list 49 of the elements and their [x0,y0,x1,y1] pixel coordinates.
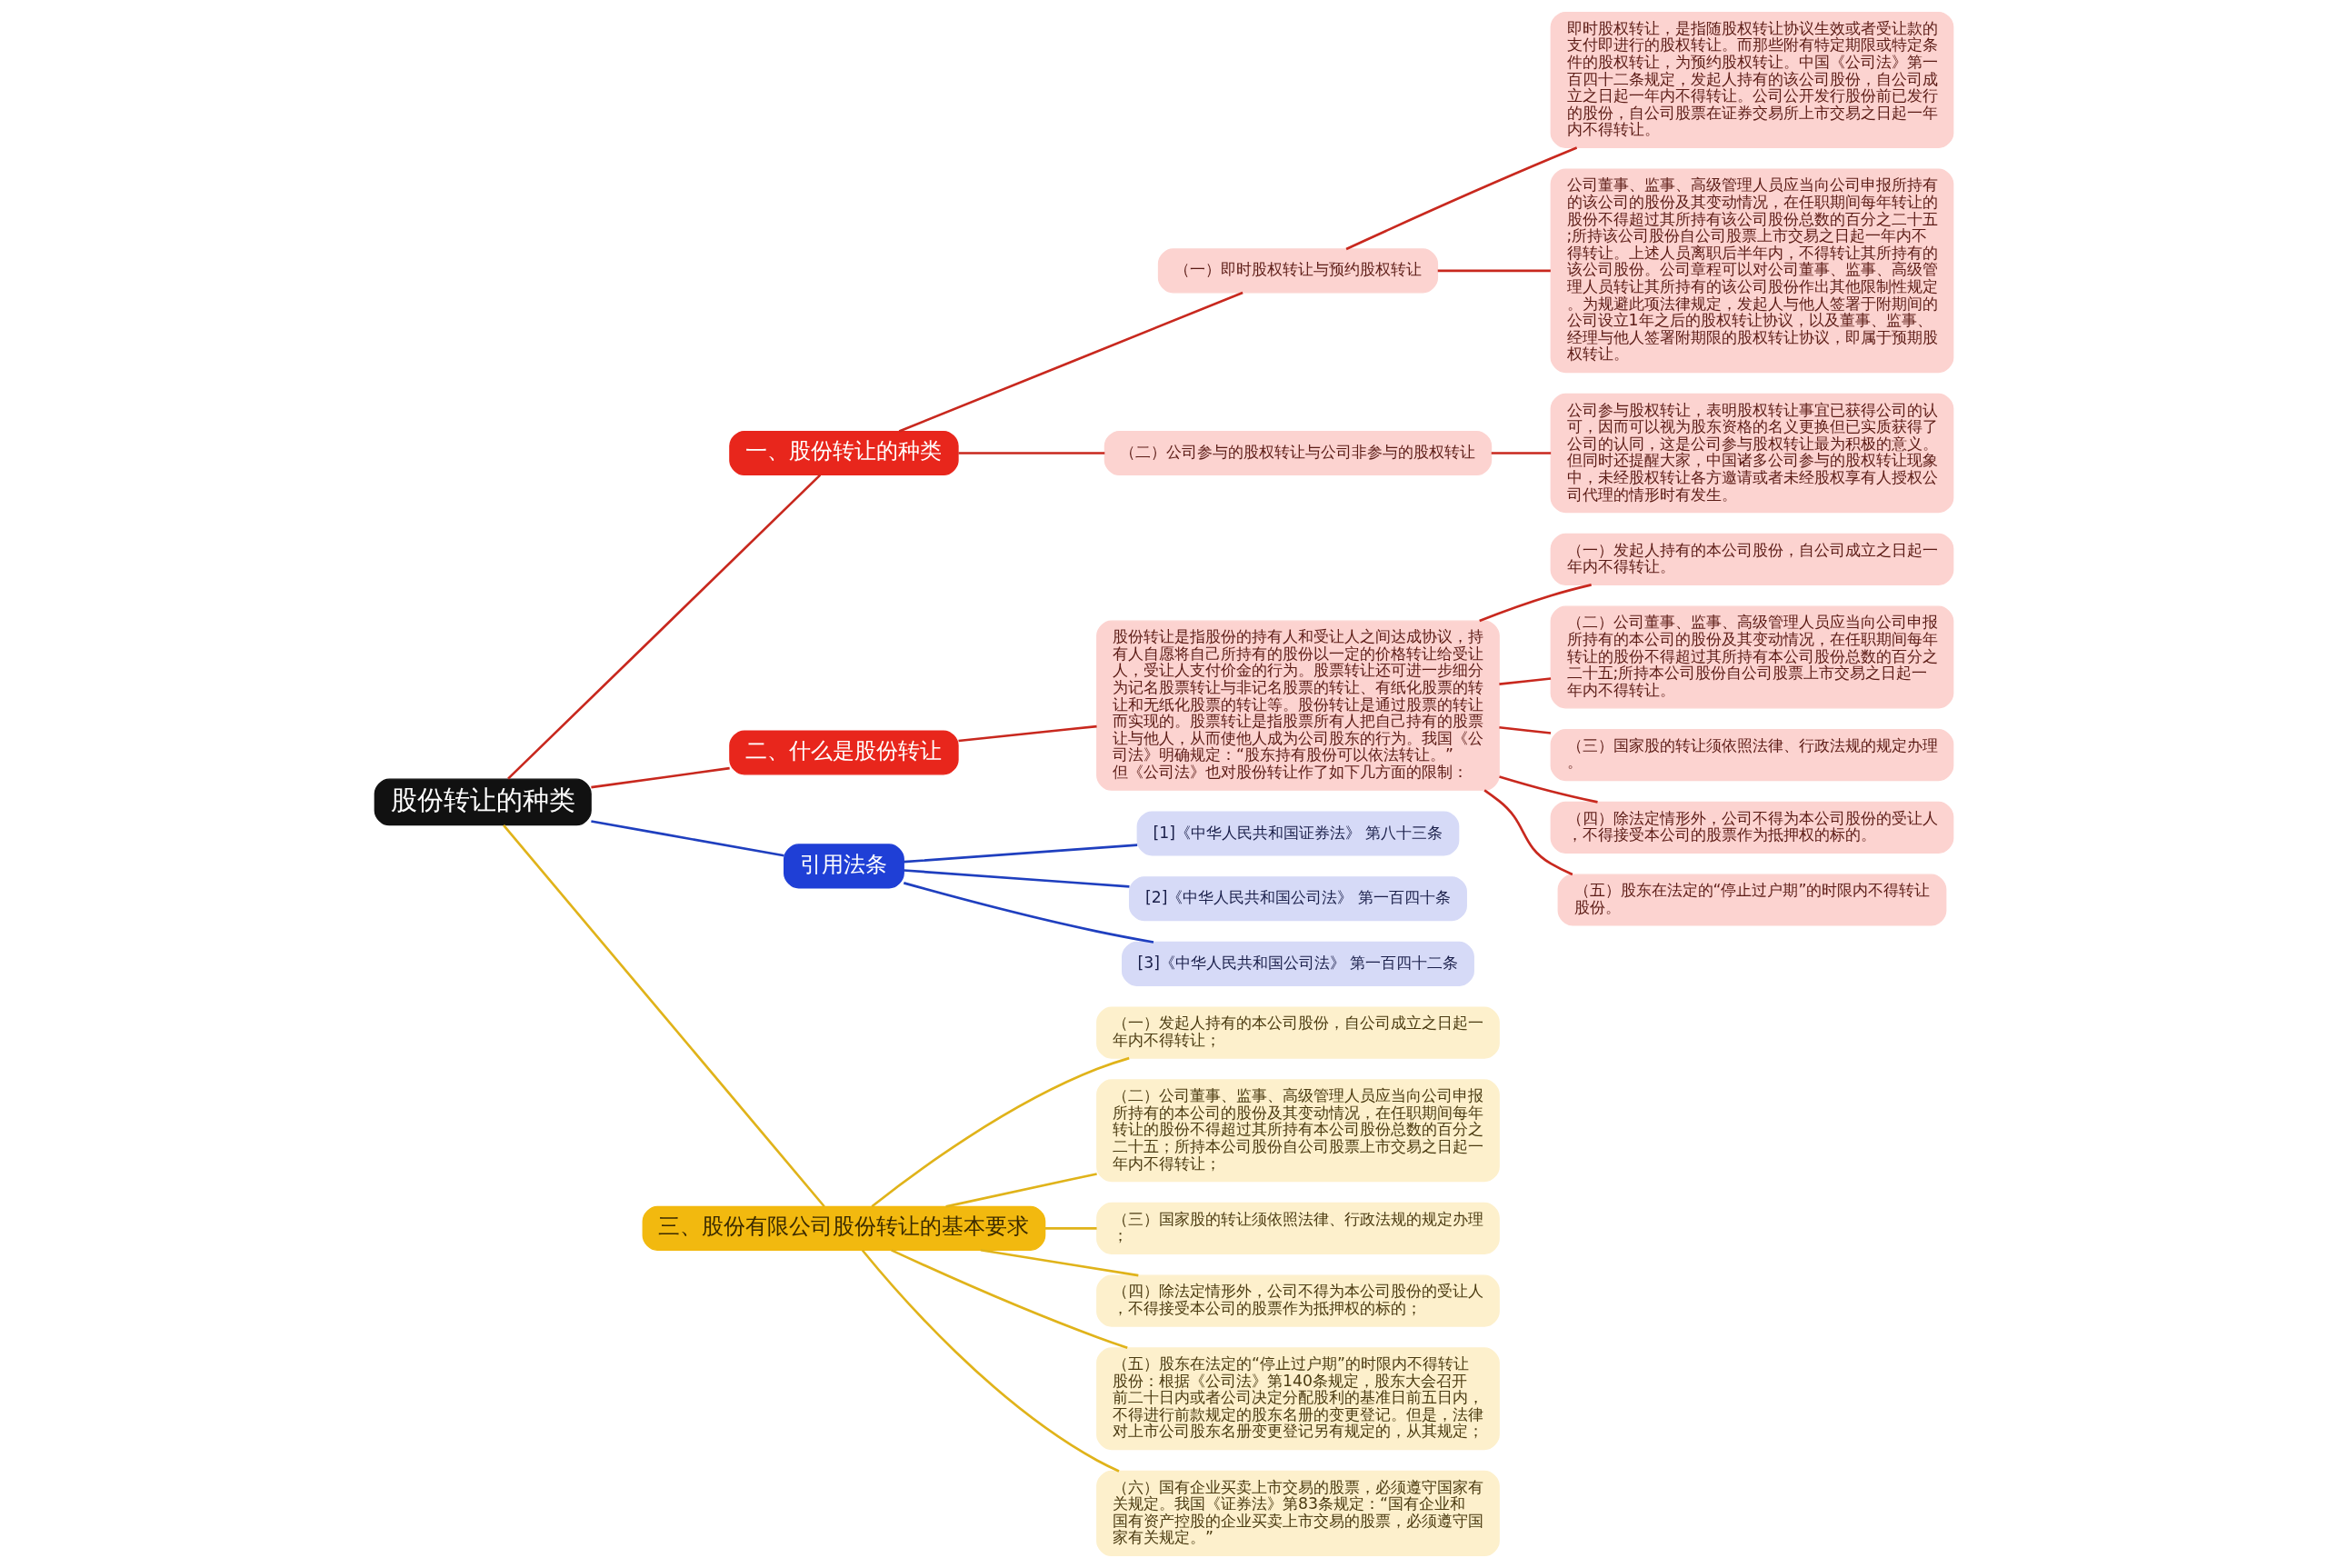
connector [1498,725,1551,734]
node-box: （六）国有企业买卖上市交易的股票，必须遵守国家有关规定。我国《证券法》第83条规定：“国有企业和国有资产控股的企业买卖上市交易的股票，必须遵守国家有关规定。” [1095,1470,1500,1557]
node-box: （五）股东在法定的“停止过户期”的时限内不得转让股份。 [1557,874,1946,926]
connector [944,1173,1097,1208]
node-box: 股份转让的种类 [374,778,592,826]
connector [1044,1227,1097,1230]
connector [898,291,1243,433]
connector [1437,269,1551,273]
connector [1483,789,1573,876]
connector [506,474,821,780]
connector [1498,775,1598,804]
connector [980,1249,1139,1277]
node-box: （三）国家股的转让须依照法律、行政法规的规定办理； [1095,1202,1500,1254]
connector [903,869,1130,888]
connector [870,1056,1130,1208]
node-box: 即时股权转让，是指随股权转让协议生效或者受让款的支付即进行的股权转让。而那些附有特定期限或特定条件的股权转让，为预约股权转让。中国《公司法》第一百四十二条规定，发起人持有的该公司股份，自公司成立之日起一年内不得转让。公司公开发行股份前已发行的股份，自公司股票在证券交易所上市交易之日起一年内不得转让。 [1550,11,1953,149]
node-box: 引用法条 [783,844,904,889]
connector [890,1249,1128,1350]
node-box: （一）发起人持有的本公司股份，自公司成立之日起一年内不得转让。 [1550,533,1953,585]
node-box: 公司董事、监事、高级管理人员应当向公司申报所持有的该公司的股份及其变动情况，在任职期间每年转让的股份不得超过其所持有该公司股份总数的百分之二十五;所持该公司股份自公司股票上市交易之日起一年内不得转让。上述人员离职后半年内，不得转让其所持有的该公司股份。公司章程可以对公司董事、监事、高级管理人员转让其所持有的该公司股份作出其他限制性规定。为规避此项法律规定，发起人与他人签署于附期间的公司设立1年之后的股权转让协议，以及董事、监事、经理与他人签署附期限的股权转让协议，即属于预期股权转让。 [1550,168,1953,374]
node-box: （一）发起人持有的本公司股份，自公司成立之日起一年内不得转让； [1095,1006,1500,1059]
connector [1478,584,1592,623]
node-box: 一、股份转让的种类 [728,430,959,476]
node-box: 二、什么是股份转让 [728,730,959,775]
connector [502,824,825,1208]
node-box: （三）国家股的转让须依照法律、行政法规的规定办理。 [1550,729,1953,782]
node-box: （二）公司参与的股权转让与公司非参与的股权转让 [1104,430,1492,476]
connector [903,844,1137,864]
node-box: 股份转让是指股份的持有人和受让人之间达成协议，持有人自愿将自己所持有的股份以一定的价格转让给受让人，受让人支付价金的行为。股票转让还可进一步细分为记名股票转让与非记名股票的转让、有纸化股票的转让和无纸化股票的转让等。股份转让是通过股票的转让而实现的。股票转让是指股票所有人把自己持有的股票让与他人，从而使他人成为公司股东的行为。我国《公司法》明确规定：“股东持有股份可以依法转让。” 但《公司法》也对股份转让作了如下几方面的限制： [1095,620,1500,791]
connector [1491,452,1551,454]
node-box: [2]《中华人民共和国公司法》 第一百四十条 [1128,876,1467,922]
node-box: 公司参与股权转让，表明股权转让事宜已获得公司的认可，因而可以视为股东资格的名义更换但已实质获得了公司的认同，这是公司参与股权转让最为积极的意义。但同时还提醒大家，中国诸多公司参与的股权转让现象中，未经股权转让各方邀请或者未经股权享有人授权公司代理的情形时有发生。 [1550,393,1953,514]
node-box: [3]《中华人民共和国公司法》 第一百四十二条 [1121,941,1474,987]
node-box: 三、股份有限公司股份转让的基本要求 [642,1205,1045,1251]
connector [861,1249,1120,1473]
connector [590,766,730,789]
connector [903,882,1154,944]
node-box: （四）除法定情形外，公司不得为本公司股份的受让人，不得接受本公司的股票作为抵押权的标的； [1095,1274,1500,1327]
node-box: [1]《中华人民共和国证券法》 第八十三条 [1136,811,1459,856]
node-box: （一）即时股权转让与预约股权转让 [1157,248,1438,294]
node-box: （四）除法定情形外，公司不得为本公司股份的受让人，不得接受本公司的股票作为抵押权的标的。 [1550,801,1953,854]
node-box: （二）公司董事、监事、高级管理人员应当向公司申报所持有的本公司的股份及其变动情况，在任职期间每年转让的股份不得超过其所持有本公司股份总数的百分之二十五；所持本公司股份自公司股票上市交易之日起一年内不得转让； [1095,1079,1500,1183]
connector [957,724,1097,743]
connector [958,452,1104,454]
node-box: （五）股东在法定的“停止过户期”的时限内不得转让股份：根据《公司法》第140条规定，股东大会召开前二十日内或者公司决定分配股利的基准日前五日内，不得进行前款规定的股东名册的变更登记。但是，法律对上市公司股东名册变更登记另有规定的，从其规定； [1095,1347,1500,1451]
connector [590,820,784,857]
connector [1345,146,1577,251]
connector [1498,677,1551,685]
node-box: （二）公司董事、监事、高级管理人员应当向公司申报所持有的本公司的股份及其变动情况，在任职期间每年转让的股份不得超过其所持有本公司股份总数的百分之二十五;所持本公司股份自公司股票上市交易之日起一年内不得转让。 [1550,605,1953,709]
